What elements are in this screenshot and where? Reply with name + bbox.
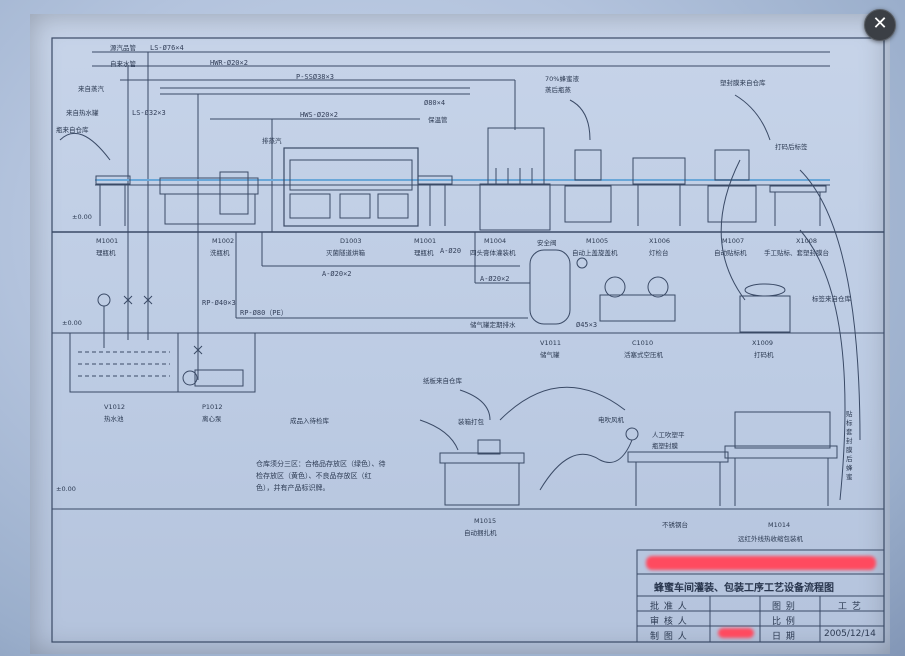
equip-name: 远红外线热收缩包装机 bbox=[738, 535, 803, 543]
equip-code: D1003 bbox=[340, 237, 362, 245]
equip-name: 活塞式空压机 bbox=[624, 351, 663, 359]
equip-name: 洗瓶机 bbox=[210, 249, 230, 257]
label-bottle-warehouse: 瓶来自仓库 bbox=[56, 126, 89, 134]
pipe-label-ls-vert: LS-Ø32×3 bbox=[132, 109, 166, 117]
label-label-warehouse: 标签来自仓库 bbox=[812, 295, 851, 303]
equip-name: 自动捆扎机 bbox=[464, 529, 497, 537]
drawing-type-value: 工 艺 bbox=[838, 602, 862, 612]
draw-label: 制 图 人 bbox=[650, 632, 688, 642]
label-tank-drain: 储气罐定期排水 bbox=[470, 321, 516, 329]
pipe-label-a2: A-Ø20×2 bbox=[480, 275, 510, 283]
label-steam-in: 源汽品管 bbox=[110, 44, 136, 52]
redacted-drafter-name bbox=[718, 628, 754, 638]
equip-code: C1010 bbox=[632, 339, 654, 347]
label-capping-warehouse: 塑封膜来自仓库 bbox=[720, 79, 766, 87]
drawing-type-label: 图 别 bbox=[772, 602, 796, 612]
redacted-company-name bbox=[646, 556, 876, 570]
date-label: 日 期 bbox=[772, 632, 796, 642]
drawing-title: 蜂蜜车间灌装、包装工序工艺设备流程图 bbox=[654, 583, 834, 594]
review-label: 审 核 人 bbox=[650, 617, 688, 627]
pipe-label-hws: HWS-Ø20×2 bbox=[300, 111, 338, 119]
equip-code: M1005 bbox=[586, 237, 609, 245]
pipe-label-p: P-SSØ38×3 bbox=[296, 73, 334, 81]
label-safety-valve: 安全阀 bbox=[537, 239, 557, 247]
pipe-label-rp: RP-Ø80（PE） bbox=[240, 309, 288, 317]
label-hot-water: 来自蒸汽 bbox=[78, 85, 104, 93]
label-packing: 装箱打包 bbox=[458, 418, 484, 426]
label-carton-warehouse: 纸板来自仓库 bbox=[423, 377, 462, 385]
label-heat-gun: 电吹风机 bbox=[598, 416, 624, 424]
pipe-label-hwr: HWR-Ø20×2 bbox=[210, 59, 248, 67]
pipe-label-insul-size: Ø80×4 bbox=[424, 99, 446, 107]
equip-name: 热水池 bbox=[104, 415, 124, 423]
equip-code: M1007 bbox=[722, 237, 745, 245]
label-honey-source-2: 蒸后瓶蒸 bbox=[545, 86, 571, 94]
label-stainless-table: 不锈钢台 bbox=[662, 521, 688, 529]
equip-code: V1012 bbox=[104, 403, 125, 411]
label-hot-water-2: 来自热水罐 bbox=[66, 109, 99, 117]
label-to-warehouse: 成品入待检库 bbox=[290, 417, 329, 425]
label-print-label: 打码后标签 bbox=[775, 143, 808, 151]
equip-code: M1001 bbox=[414, 237, 437, 245]
date-value: 2005/12/14 bbox=[824, 629, 876, 639]
equip-code: P1012 bbox=[202, 403, 223, 411]
equip-name: 灯检台 bbox=[649, 249, 669, 257]
equip-code: X1006 bbox=[649, 237, 670, 245]
equip-name: 四头膏体灌装机 bbox=[470, 249, 516, 257]
level-mark-3: ±0.00 bbox=[56, 485, 76, 493]
equip-name: 理瓶机 bbox=[96, 249, 116, 257]
label-steam: 排蒸汽 bbox=[262, 137, 282, 145]
storage-note: 仓库须分三区：合格品存放区（绿色）、待检存放区（黄色）、不良品存放区（红色），并… bbox=[256, 460, 386, 492]
level-mark-2: ±0.00 bbox=[62, 319, 82, 327]
label-manual-pack: 人工吹塑平 bbox=[652, 431, 685, 439]
label-insulation: 保温管 bbox=[428, 116, 448, 124]
equip-code: M1002 bbox=[212, 237, 235, 245]
approve-label: 批 准 人 bbox=[650, 602, 688, 612]
pipe-label-a1: A-Ø20×2 bbox=[322, 270, 352, 278]
equip-name: 自动上盖旋盖机 bbox=[572, 249, 618, 257]
equip-name: 离心泵 bbox=[202, 415, 222, 423]
pipe-label-rp-vert: RP-Ø40×3 bbox=[202, 299, 236, 307]
equip-name: 手工贴标、套塑封膜台 bbox=[764, 249, 829, 257]
close-button[interactable]: ✕ bbox=[864, 9, 896, 41]
level-mark-1: ±0.00 bbox=[72, 213, 92, 221]
equip-name: 灭菌隧道烘箱 bbox=[326, 249, 365, 257]
pipe-label-ls: LS-Ø76×4 bbox=[150, 44, 184, 52]
pipe-label-steam-small: Ø45×3 bbox=[576, 321, 598, 329]
equip-code: M1014 bbox=[768, 521, 791, 529]
equip-name: 自动贴标机 bbox=[714, 249, 747, 257]
equip-name: 理瓶机 bbox=[414, 249, 434, 257]
drawing-sheet bbox=[30, 14, 890, 654]
label-manual-pack-2: 瓶塑封膜 bbox=[652, 442, 678, 450]
equip-name: 储气罐 bbox=[540, 351, 560, 359]
pipe-label-a3: A-Ø20 bbox=[440, 247, 462, 255]
equip-name: 打码机 bbox=[754, 351, 774, 359]
label-stick-label: 贴标套封膜后蜂蜜 bbox=[846, 410, 853, 481]
equip-code: X1009 bbox=[752, 339, 773, 347]
scale-label: 比 例 bbox=[772, 617, 796, 627]
equip-code: V1011 bbox=[540, 339, 561, 347]
label-tap-water: 自来水管 bbox=[110, 60, 136, 68]
equip-code: M1001 bbox=[96, 237, 119, 245]
equip-code: M1004 bbox=[484, 237, 507, 245]
equip-code: X1008 bbox=[796, 237, 817, 245]
equip-code: M1015 bbox=[474, 517, 497, 525]
label-honey-source: 70%蜂蜜液 bbox=[545, 75, 579, 83]
